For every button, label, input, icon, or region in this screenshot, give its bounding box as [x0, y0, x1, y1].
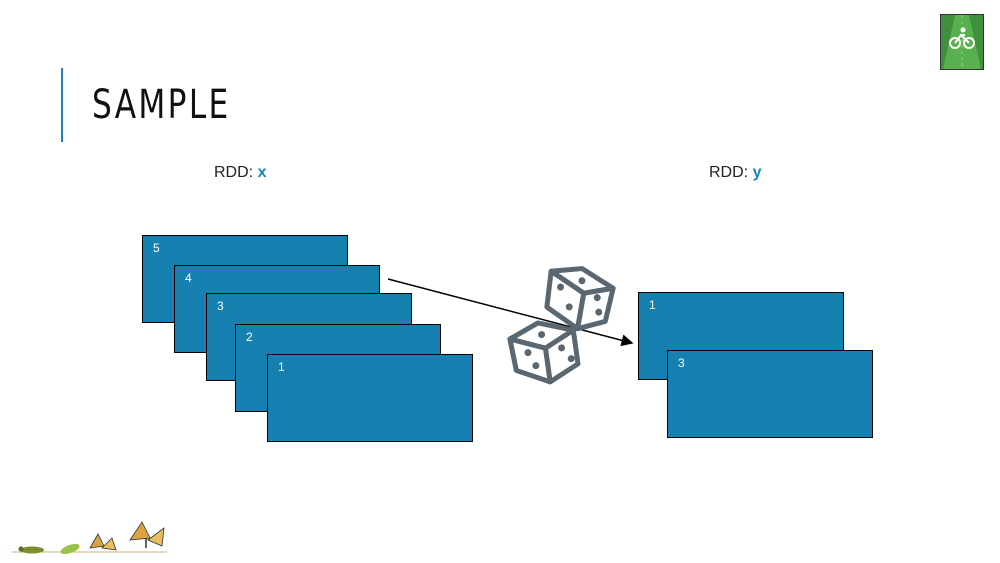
partition-label: 1	[649, 298, 656, 312]
rdd-x-prefix: RDD:	[214, 164, 254, 181]
butterfly-lifecycle-icon	[12, 521, 167, 555]
partition-label: 2	[246, 330, 253, 344]
slide-title: SAMPLE	[92, 82, 231, 128]
rdd-y-partition: 3	[667, 350, 873, 438]
title-accent-bar	[61, 68, 63, 142]
partition-label: 3	[217, 299, 224, 313]
bike-lane-logo-icon	[940, 14, 984, 70]
rdd-y-label: RDD: y	[709, 164, 761, 182]
partition-label: 4	[185, 271, 192, 285]
partition-label: 1	[278, 360, 285, 374]
partition-label: 3	[678, 356, 685, 370]
sample-arrow	[387, 278, 634, 347]
rdd-x-label: RDD: x	[214, 164, 266, 182]
rdd-x-partition: 1	[267, 354, 473, 442]
rdd-y-name: y	[752, 164, 762, 181]
dice-icon	[544, 266, 616, 332]
rdd-x-name: x	[257, 164, 267, 181]
partition-label: 5	[153, 241, 160, 255]
dice-icon	[507, 320, 581, 385]
rdd-y-prefix: RDD:	[709, 164, 749, 181]
